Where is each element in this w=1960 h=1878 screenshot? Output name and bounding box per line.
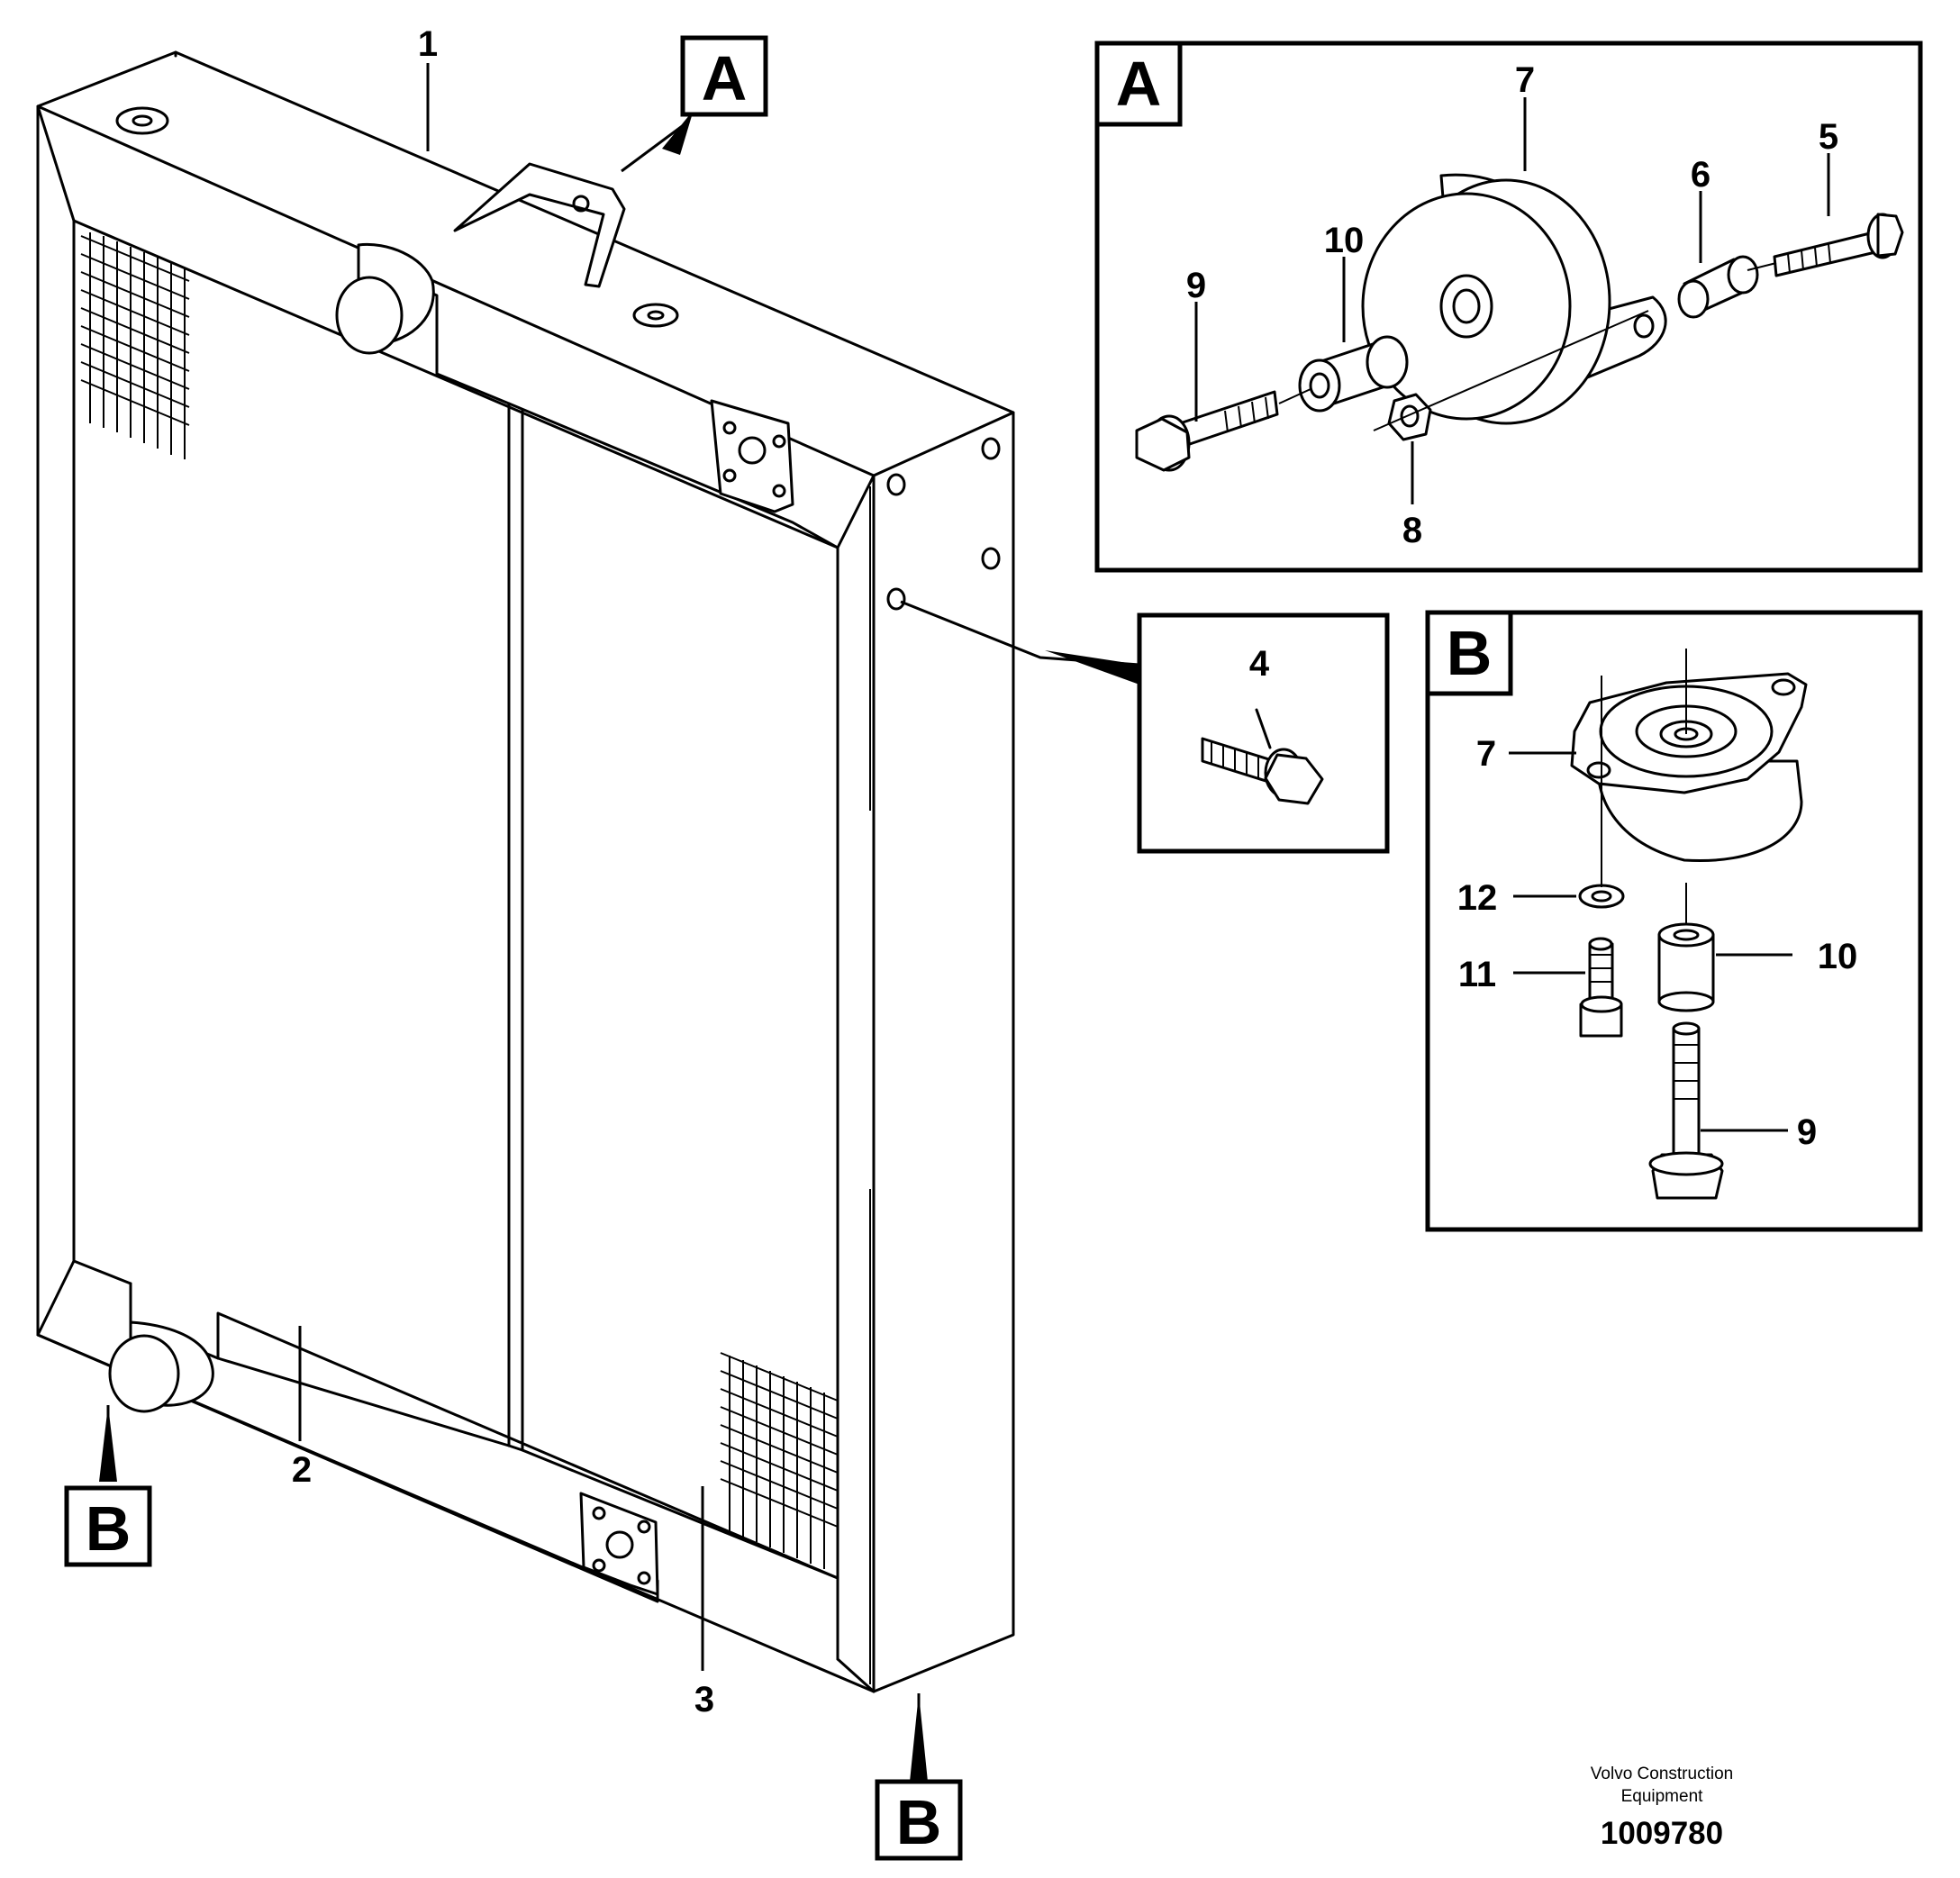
detail-b-box: B (1425, 610, 1923, 1232)
side-bolt-holes (886, 437, 1001, 611)
publisher-number: 1009780 (1601, 1816, 1723, 1851)
callout-b10: 10 (1818, 937, 1858, 976)
callout-a10: 10 (1324, 221, 1365, 260)
bolt-11-icon (1579, 937, 1623, 1038)
bolt-4-detail-box: 4 (1137, 612, 1390, 854)
upper-side-bracket (710, 399, 794, 513)
lower-side-bracket (579, 1492, 659, 1596)
spacer-6-icon (1677, 255, 1759, 319)
callout-b11: 11 (1458, 955, 1496, 994)
bolt-9-icon (1135, 390, 1279, 472)
view-ref-bottom-b: B (875, 1779, 963, 1861)
svg-text:B: B (896, 1787, 942, 1857)
callout-4: 4 (1249, 644, 1270, 684)
detail-a-label: A (1116, 49, 1162, 119)
callout-a9: 9 (1186, 266, 1206, 305)
rubber-mount-7b-icon (1570, 672, 1808, 863)
svg-text:A: A (702, 43, 748, 113)
mesh-pattern-upper (80, 232, 190, 459)
publisher-line-2: Equipment (1621, 1787, 1704, 1806)
detail-b-label: B (1447, 618, 1493, 688)
detail-a-box: A (1094, 41, 1923, 573)
top-filler-cap-icon (115, 106, 169, 135)
svg-text:B: B (86, 1493, 132, 1564)
washer-12-icon (1578, 884, 1625, 909)
callout-b9: 9 (1797, 1112, 1817, 1152)
publisher-block: Volvo Construction Equipment 1009780 (1591, 1765, 1733, 1851)
upper-hose-connection-icon (335, 242, 435, 355)
upper-mounting-bracket (453, 162, 626, 288)
callout-2: 2 (292, 1450, 312, 1490)
publisher-line-1: Volvo Construction (1591, 1765, 1733, 1783)
callout-1: 1 (418, 24, 438, 64)
callout-b7: 7 (1476, 734, 1496, 774)
callout-a6: 6 (1691, 155, 1710, 195)
view-ref-left-b: B (64, 1485, 152, 1567)
rubber-mount-7-icon (1361, 173, 1667, 425)
bolt-9b-icon (1648, 1021, 1724, 1200)
callout-b12: 12 (1457, 878, 1498, 918)
top-vent-plug-icon (632, 303, 679, 328)
callout-3: 3 (694, 1680, 714, 1719)
callout-a8: 8 (1402, 511, 1422, 550)
main-leader-lines (99, 63, 1140, 1782)
callout-a7: 7 (1515, 60, 1535, 100)
spacer-10-icon (1298, 335, 1409, 413)
mesh-pattern-lower (720, 1352, 839, 1569)
detail-a-axis (1373, 310, 1649, 431)
spacer-10b-icon (1657, 922, 1715, 1012)
view-ref-top-a: A (680, 35, 768, 117)
lower-hose-connection-icon (108, 1320, 214, 1413)
callout-a5: 5 (1819, 117, 1838, 157)
bolt-5-icon (1773, 213, 1904, 277)
